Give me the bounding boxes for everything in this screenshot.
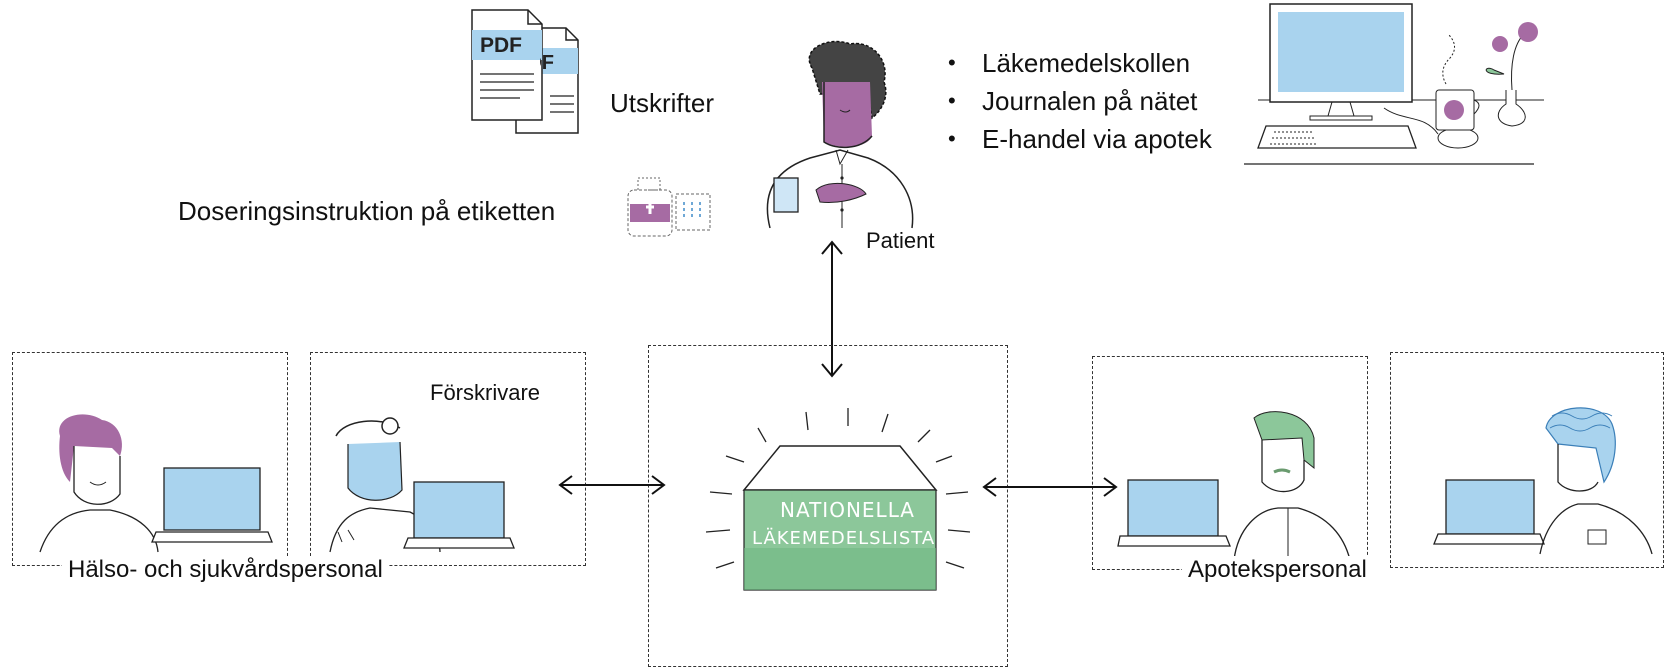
prescriber-illustration [329,417,515,553]
medication-list-box-illustration [705,408,971,591]
pharmacy-assistant-illustration [1433,407,1653,555]
services-list: Läkemedelskollen Journalen på nätet E-ha… [948,44,1212,158]
national-medication-list-frame [648,345,1008,667]
patient-illustration [766,40,914,229]
pharmacy-staff-caption: Apotekspersonal [1182,556,1373,584]
right-connection-arrow [982,477,1118,497]
prescriber-frame [310,352,586,566]
services-item: E-handel via apotek [948,120,1212,158]
healthcare-worker-illustration [39,414,273,553]
patient-connection-arrow [821,240,843,378]
pdf-documents-illustration: PDF PDF [470,8,600,134]
pharmacist-illustration [1117,411,1351,561]
healthcare-staff-caption: Hälso- och sjukvårdspersonal [62,556,389,584]
box-title-line2: LÄKEMEDELSLISTAN [752,528,950,549]
patient-label: Patient [866,228,935,253]
pdf-badge-back: PDF [540,52,554,75]
services-item: Journalen på nätet [948,82,1212,120]
prescriber-label: Förskrivare [430,380,541,405]
desktop-computer-illustration [1244,3,1544,165]
printouts-label: Utskrifter [610,88,714,118]
left-connection-arrow [558,475,666,495]
medicine-package-icon [627,177,711,237]
services-item: Läkemedelskollen [948,44,1212,82]
pdf-document-icon [471,9,579,134]
pdf-badge: PDF [480,34,522,57]
box-title-line1: NATIONELLA [780,498,915,522]
dosage-label: Doseringsinstruktion på etiketten [178,196,556,226]
